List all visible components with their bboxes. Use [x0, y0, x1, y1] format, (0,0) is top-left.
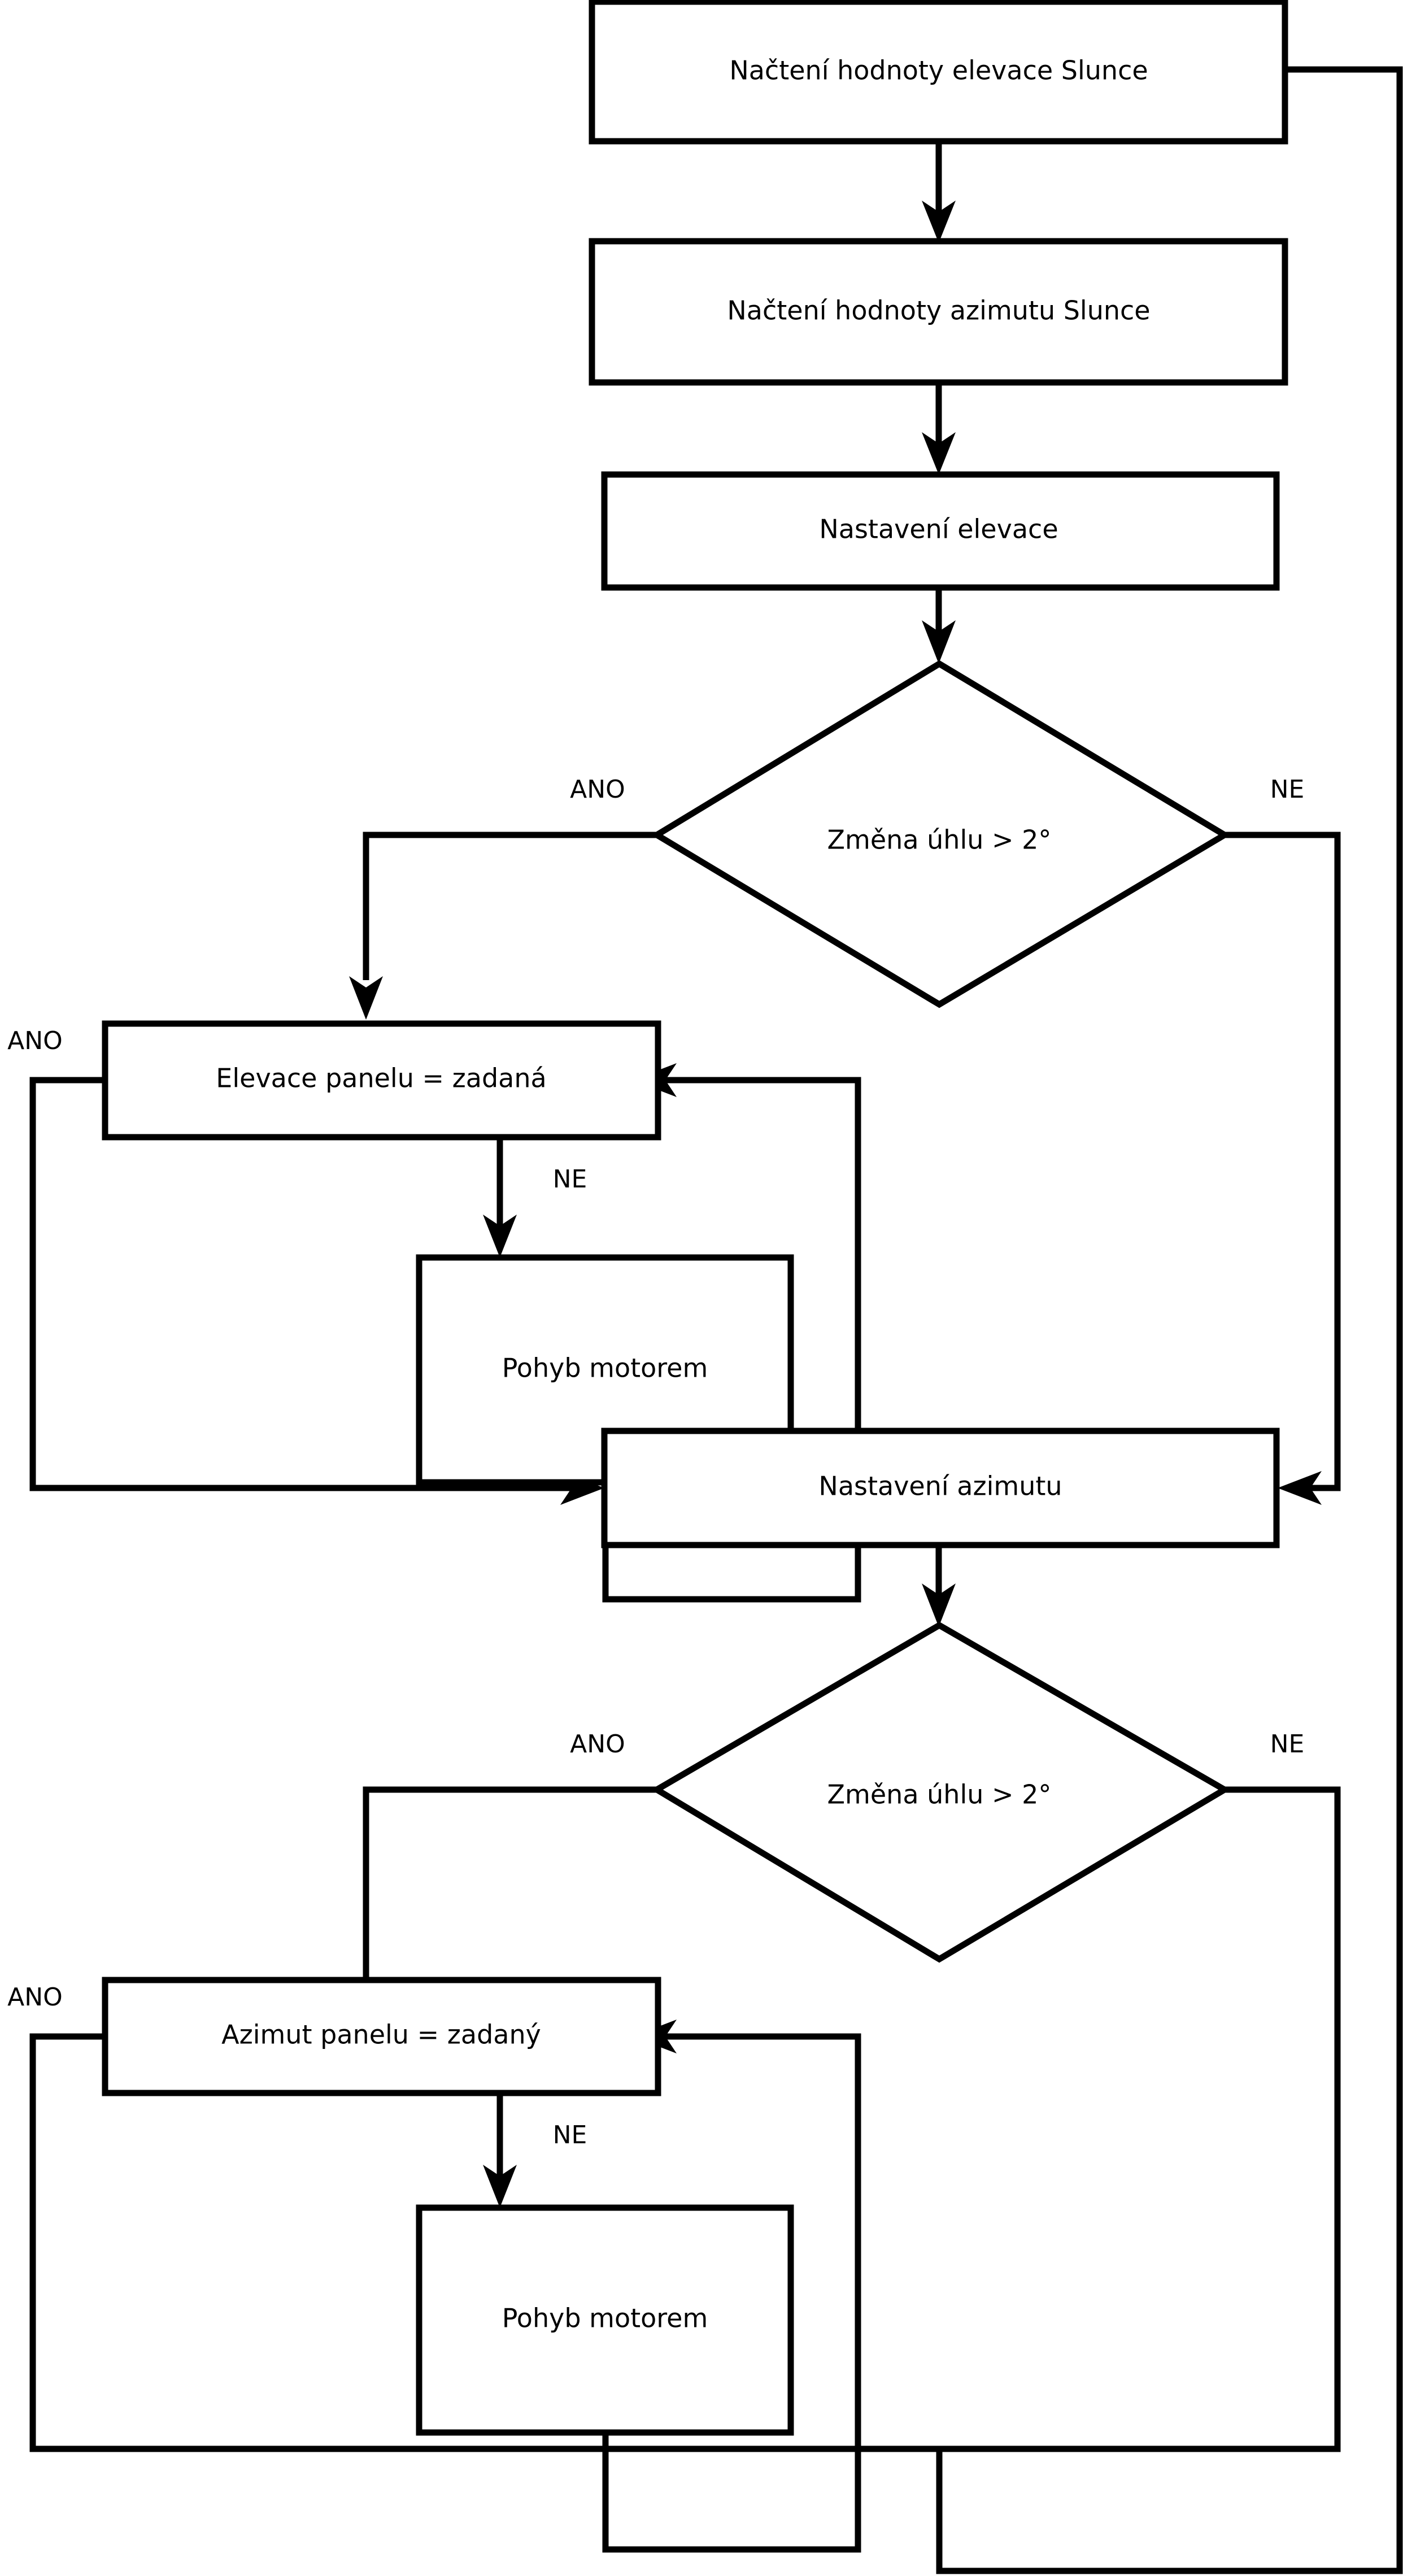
- node-nastaveni-azimutu-shape: [601, 1428, 1280, 1548]
- node-azimut-panelu-shape: [102, 1977, 661, 2096]
- node-decision-elevace-shape: [651, 660, 1231, 1008]
- node-elevace-panelu-shape: [102, 1020, 661, 1141]
- node-nastaveni-elevace-shape: [601, 471, 1280, 591]
- node-azimut-panelu[interactable]: Azimut panelu = zadaný: [102, 1977, 661, 2096]
- node-nacteni-azimutu-label: Načtení hodnoty azimutu Slunce: [727, 295, 1150, 326]
- node-nacteni-elevace-shape: [589, 0, 1288, 145]
- edge-d2-ano: [363, 1786, 657, 2007]
- edge-d1-ne-arrowhead: [1278, 1471, 1322, 1505]
- edge-label-d2-ne: NE: [1270, 1730, 1305, 1759]
- node-decision-azimut[interactable]: Změna úhlu > 2°: [651, 1621, 1231, 1963]
- node-decision-elevace[interactable]: Změna úhlu > 2°: [651, 660, 1231, 1008]
- node-elevace-panelu[interactable]: Elevace panelu = zadaná: [102, 1020, 661, 1141]
- edge-n5-n6-arrowhead: [483, 1215, 517, 1257]
- edge-n1-n2-arrowhead: [922, 201, 956, 243]
- edge-d1-ano-arrowhead: [349, 976, 383, 1020]
- edge-label-d2-ano: ANO: [570, 1730, 625, 1759]
- node-nacteni-elevace[interactable]: Načtení hodnoty elevace Slunce: [589, 0, 1288, 145]
- node-decision-azimut-label: Změna úhlu > 2°: [827, 1779, 1052, 1810]
- edge-n3-d1-arrowhead: [922, 620, 956, 664]
- edge-n10-n9-loop: [602, 2033, 861, 2553]
- edge-label-n9-ano: ANO: [7, 1983, 63, 2012]
- edge-label-n9-ne: NE: [553, 2121, 587, 2149]
- edge-n9-n10-arrowhead: [483, 2165, 517, 2208]
- node-pohyb-motorem-azimut[interactable]: Pohyb motorem: [416, 2204, 794, 2436]
- node-nacteni-elevace-label: Načtení hodnoty elevace Slunce: [729, 55, 1148, 86]
- edge-label-n5-ne: NE: [553, 1165, 587, 1194]
- node-nacteni-azimutu-shape: [589, 238, 1288, 386]
- node-pohyb-motorem-elevace-label: Pohyb motorem: [502, 1353, 708, 1383]
- node-nacteni-azimutu[interactable]: Načtení hodnoty azimutu Slunce: [589, 238, 1288, 386]
- node-pohyb-motorem-azimut-shape: [416, 2204, 794, 2436]
- edge-n9-ano: [29, 2033, 939, 2452]
- node-pohyb-motorem-azimut-label: Pohyb motorem: [502, 2303, 708, 2334]
- node-decision-elevace-label: Změna úhlu > 2°: [827, 825, 1052, 855]
- edge-label-n5-ano: ANO: [7, 1026, 63, 1055]
- node-decision-azimut-shape: [651, 1621, 1231, 1963]
- edge-d1-ano: [363, 832, 657, 980]
- edge-label-d1-ne: NE: [1270, 775, 1305, 804]
- edge-d1-ne: [1225, 832, 1341, 1491]
- node-azimut-panelu-label: Azimut panelu = zadaný: [221, 2020, 541, 2050]
- edge-d2-ne: [939, 1786, 1341, 2452]
- node-elevace-panelu-label: Elevace panelu = zadaná: [216, 1063, 546, 1094]
- edge-n7-d2-arrowhead: [922, 1583, 956, 1627]
- edge-n2-n3-arrowhead: [922, 432, 956, 475]
- node-nastaveni-azimutu[interactable]: Nastavení azimutu: [601, 1428, 1280, 1548]
- edge-n5-ano: [29, 1077, 576, 1491]
- edge-label-d1-ano: ANO: [570, 775, 625, 804]
- node-nastaveni-elevace[interactable]: Nastavení elevace: [601, 471, 1280, 591]
- node-nastaveni-elevace-label: Nastavení elevace: [819, 514, 1058, 545]
- edge-n6-n5-loop: [602, 1077, 861, 1603]
- node-nastaveni-azimutu-label: Nastavení azimutu: [818, 1471, 1062, 1502]
